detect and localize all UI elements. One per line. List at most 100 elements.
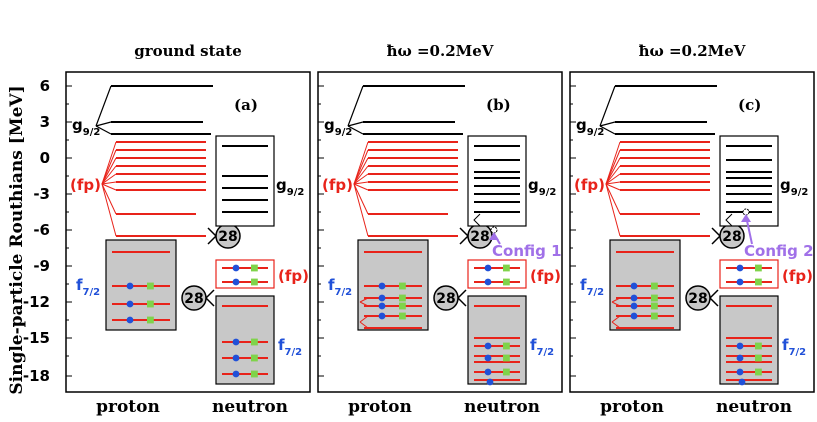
magic-28-label: 28: [470, 229, 489, 245]
neutron-dot-blue: [232, 264, 240, 272]
config-arrowhead: [741, 214, 751, 222]
neutron-dot-blue: [486, 378, 494, 386]
proton-fp-connector: [605, 165, 621, 185]
neutron-dot-blue: [232, 338, 240, 346]
proton-f72-label: f7/2: [328, 276, 352, 298]
magic-28-arrow: [709, 289, 719, 307]
y-tick-label: -9: [33, 257, 50, 275]
magic-28-label: 28: [436, 291, 455, 307]
proton-fp-connector: [353, 183, 369, 215]
proton-g92-connector: [599, 85, 616, 135]
proton-fp-connector: [353, 183, 369, 191]
neutron-f72-box: [215, 295, 275, 385]
proton-f72-label: f7/2: [580, 276, 604, 298]
y-tick-label: 3: [40, 113, 50, 131]
proton-fp-connector: [605, 149, 621, 185]
neutron-dot-blue: [484, 368, 492, 376]
neutron-dot-green: [251, 354, 258, 362]
proton-f72-splitting: [359, 297, 369, 329]
neutron-dot-blue: [484, 354, 492, 362]
magic-28-label: 28: [688, 291, 707, 307]
magic-28-arrow: [457, 289, 467, 307]
proton-fp-connector: [353, 173, 369, 185]
proton-f72-label: f7/2: [76, 276, 100, 298]
proton-fp-connector: [353, 181, 369, 185]
config-arrowhead: [489, 232, 499, 240]
proton-fp-connector: [605, 183, 621, 215]
magic-28-label: 28: [722, 229, 741, 245]
proton-dot-green: [399, 294, 406, 302]
proton-fp-connector: [353, 157, 369, 185]
proton-fp-connector: [101, 183, 117, 215]
proton-fp-connector: [101, 173, 117, 185]
neutron-g92-label: g9/2: [276, 176, 304, 198]
y-axis-label: Single-particle Routhians [MeV]: [7, 85, 27, 394]
proton-fp-connector: [101, 141, 117, 185]
neutron-dot-green: [755, 342, 762, 350]
proton-dot-green: [399, 302, 406, 310]
panel-header: ħω =0.2MeV: [639, 42, 746, 60]
proton-fp-label: (fp): [574, 176, 605, 194]
proton-dot-blue: [378, 312, 386, 320]
proton-dot-green: [651, 294, 658, 302]
magic-28-label: 28: [184, 291, 203, 307]
proton-dot-green: [399, 312, 406, 320]
y-tick-label: 0: [40, 149, 50, 167]
proton-dot-green: [651, 282, 658, 290]
panel-header: ground state: [134, 42, 241, 60]
proton-fp-connector: [353, 149, 369, 185]
y-tick-label: -18: [23, 367, 50, 385]
neutron-f72-label: f7/2: [530, 336, 554, 358]
neutron-dot-blue: [484, 278, 492, 286]
neutron-fp-label: (fp): [278, 267, 309, 285]
neutron-fp-box: [467, 259, 527, 289]
proton-dot-blue: [630, 312, 638, 320]
proton-dot-blue: [378, 302, 386, 310]
neutron-dot-blue: [738, 378, 746, 386]
neutron-dot-green: [503, 368, 510, 376]
panel-frame: [317, 71, 563, 393]
proton-dot-green: [399, 282, 406, 290]
proton-g92-label: g9/2: [576, 116, 604, 138]
proton-fp-connector: [101, 165, 117, 185]
proton-fp-label: (fp): [70, 176, 101, 194]
neutron-dot-green: [755, 278, 762, 286]
proton-fp-connector: [101, 149, 117, 185]
magic-28-arrow: [711, 227, 721, 245]
proton-fp-connector: [605, 141, 621, 185]
neutron-g92-splitting: [473, 213, 481, 227]
neutron-f72-label: f7/2: [782, 336, 806, 358]
panels: ground state(a)g9/2(fp)28f7/2g9/2(fp)28f…: [65, 42, 815, 417]
magic-28-arrow: [207, 227, 217, 245]
neutron-dot-blue: [232, 370, 240, 378]
proton-dot-blue: [630, 294, 638, 302]
neutron-g92-label: g9/2: [528, 176, 556, 198]
neutron-dot-green: [251, 278, 258, 286]
neutron-dot-green: [251, 264, 258, 272]
neutron-g92-label: g9/2: [780, 176, 808, 198]
proton-dot-green: [147, 282, 154, 290]
neutron-dot-blue: [736, 342, 744, 350]
neutron-dot-green: [755, 264, 762, 272]
x-label-proton: proton: [348, 397, 412, 417]
neutron-dot-blue: [736, 368, 744, 376]
magic-28-arrow: [205, 289, 215, 307]
neutron-dot-green: [755, 354, 762, 362]
proton-dot-green: [651, 302, 658, 310]
y-tick-label: -6: [33, 221, 50, 239]
neutron-dot-blue: [484, 342, 492, 350]
neutron-dot-green: [503, 264, 510, 272]
neutron-f72-box: [467, 295, 527, 385]
x-label-proton: proton: [600, 397, 664, 417]
neutron-dot-green: [503, 342, 510, 350]
proton-dot-blue: [126, 316, 134, 324]
proton-fp-connector: [101, 183, 117, 191]
neutron-dot-green: [251, 370, 258, 378]
y-tick-label: -3: [33, 185, 50, 203]
proton-fp-connector: [605, 181, 621, 185]
x-label-neutron: neutron: [716, 397, 792, 417]
neutron-f72-label: f7/2: [278, 336, 302, 358]
config-label: Config 1: [492, 242, 562, 260]
